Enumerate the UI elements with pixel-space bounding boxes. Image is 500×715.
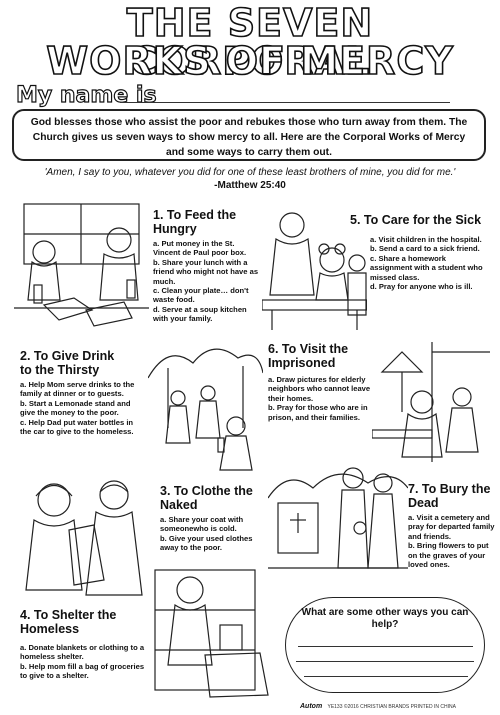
list-item: d. Pray for anyone who is ill. — [370, 282, 473, 292]
clothe-title: 3. To Clothe the Naked — [160, 484, 270, 512]
sick-title: 5. To Care for the Sick — [350, 213, 482, 227]
drink-items: a. Help Mom serve drinks to the family a… — [20, 380, 145, 436]
list-item: b. Pray for those who are in prison, and… — [268, 403, 368, 422]
answer-line-1[interactable] — [298, 646, 473, 647]
bury-dead-illustration — [268, 458, 408, 598]
feed-title-line1: 1. To Feed the — [153, 208, 237, 222]
scripture-quote: 'Amen, I say to you, whatever you did fo… — [44, 167, 456, 178]
answer-line-3[interactable] — [304, 676, 468, 677]
prison-items: a. Draw pictures for elderly neighbors w… — [268, 375, 374, 422]
feed-items: a. Put money in the St. Vincent de Paul … — [153, 239, 261, 324]
list-item: b. Share your lunch with a friend who mi… — [153, 257, 259, 286]
shelter-homeless-illustration — [150, 565, 275, 700]
list-item: c. Clean your plate… don't waste food. — [153, 286, 249, 305]
list-item: d. Serve at a soup kitchen with your fam… — [153, 304, 247, 324]
list-item: c. Help Dad put water bottles in the car… — [20, 417, 134, 437]
scripture-reference: -Matthew 25:40 — [214, 180, 286, 191]
list-item: b. Help mom fill a bag of groceries to g… — [20, 661, 145, 681]
shelter-items: a. Donate blankets or clothing to a home… — [20, 643, 148, 681]
clothe-naked-illustration — [14, 470, 154, 600]
prison-title: 6. To Visit the Imprisoned — [268, 342, 388, 370]
footer: Autom YE133 ©2016 CHRISTIAN BRANDS PRINT… — [300, 703, 500, 710]
list-item: b. Send a card to a sick friend. — [370, 244, 480, 254]
feed-title: 1. To Feed the Hungry — [153, 208, 263, 236]
care-sick-illustration — [262, 205, 367, 330]
feed-hungry-illustration — [14, 200, 149, 335]
list-item: a. Put money in the St. Vincent de Paul … — [153, 239, 247, 258]
clothe-title-line1: 3. To Clothe the — [160, 484, 253, 498]
prison-title-line2: Imprisoned — [268, 356, 336, 370]
list-item: a. Share your coat with someonewho is co… — [160, 515, 244, 534]
feed-title-line2: Hungry — [153, 222, 197, 236]
list-item: a. Help Mom serve drinks to the family a… — [20, 380, 135, 399]
list-item: b. Bring flowers to put on the graves of… — [408, 541, 489, 570]
visit-imprisoned-illustration — [372, 342, 490, 462]
name-line[interactable] — [120, 102, 450, 103]
list-item: a. Draw pictures for elderly neighbors w… — [268, 375, 371, 403]
list-item: b. Give your used clothes away to the po… — [160, 533, 253, 553]
title-line-2: WORKS OF MERCY — [45, 39, 454, 83]
bury-title-line2: Dead — [408, 496, 439, 510]
list-item: a. Visit a cemetery and pray for departe… — [408, 513, 495, 541]
name-label: My name is — [15, 82, 157, 108]
other-ways-question: What are some other ways you can help? — [301, 607, 469, 630]
drink-title-line2: to the Thirsty — [20, 363, 100, 377]
other-ways-box — [285, 597, 485, 693]
bury-title: 7. To Bury the Dead — [408, 482, 498, 510]
list-item: b. Start a Lemonade stand and give the m… — [20, 398, 131, 418]
shelter-title: 4. To Shelter the Homeless — [20, 608, 150, 636]
brand-logo: Autom — [300, 703, 323, 710]
list-item: a. Visit children in the hospital. — [370, 235, 482, 244]
footer-copyright: YE133 ©2016 CHRISTIAN BRANDS PRINTED IN … — [327, 704, 456, 710]
drink-title-line1: 2. To Give Drink — [20, 349, 115, 363]
clothe-items: a. Share your coat with someonewho is co… — [160, 515, 268, 553]
sick-items: a. Visit children in the hospital. b. Se… — [370, 235, 488, 291]
list-item: c. Share a homework assignment with a st… — [370, 253, 483, 282]
drink-title: 2. To Give Drink to the Thirsty — [20, 349, 150, 377]
answer-line-2[interactable] — [296, 661, 474, 662]
prison-title-line1: 6. To Visit the — [268, 342, 349, 356]
bury-items: a. Visit a cemetery and pray for departe… — [408, 513, 496, 569]
title-line-1: THE SEVEN CORPORAL — [126, 1, 374, 83]
clothe-title-line2: Naked — [160, 498, 198, 512]
shelter-title-line2: Homeless — [20, 622, 80, 636]
bury-title-line1: 7. To Bury the — [408, 482, 491, 496]
intro-box: God blesses those who assist the poor an… — [12, 109, 486, 161]
list-item: a. Donate blankets or clothing to a home… — [20, 643, 145, 662]
give-drink-illustration — [148, 338, 263, 473]
shelter-title-line1: 4. To Shelter the — [20, 608, 117, 622]
